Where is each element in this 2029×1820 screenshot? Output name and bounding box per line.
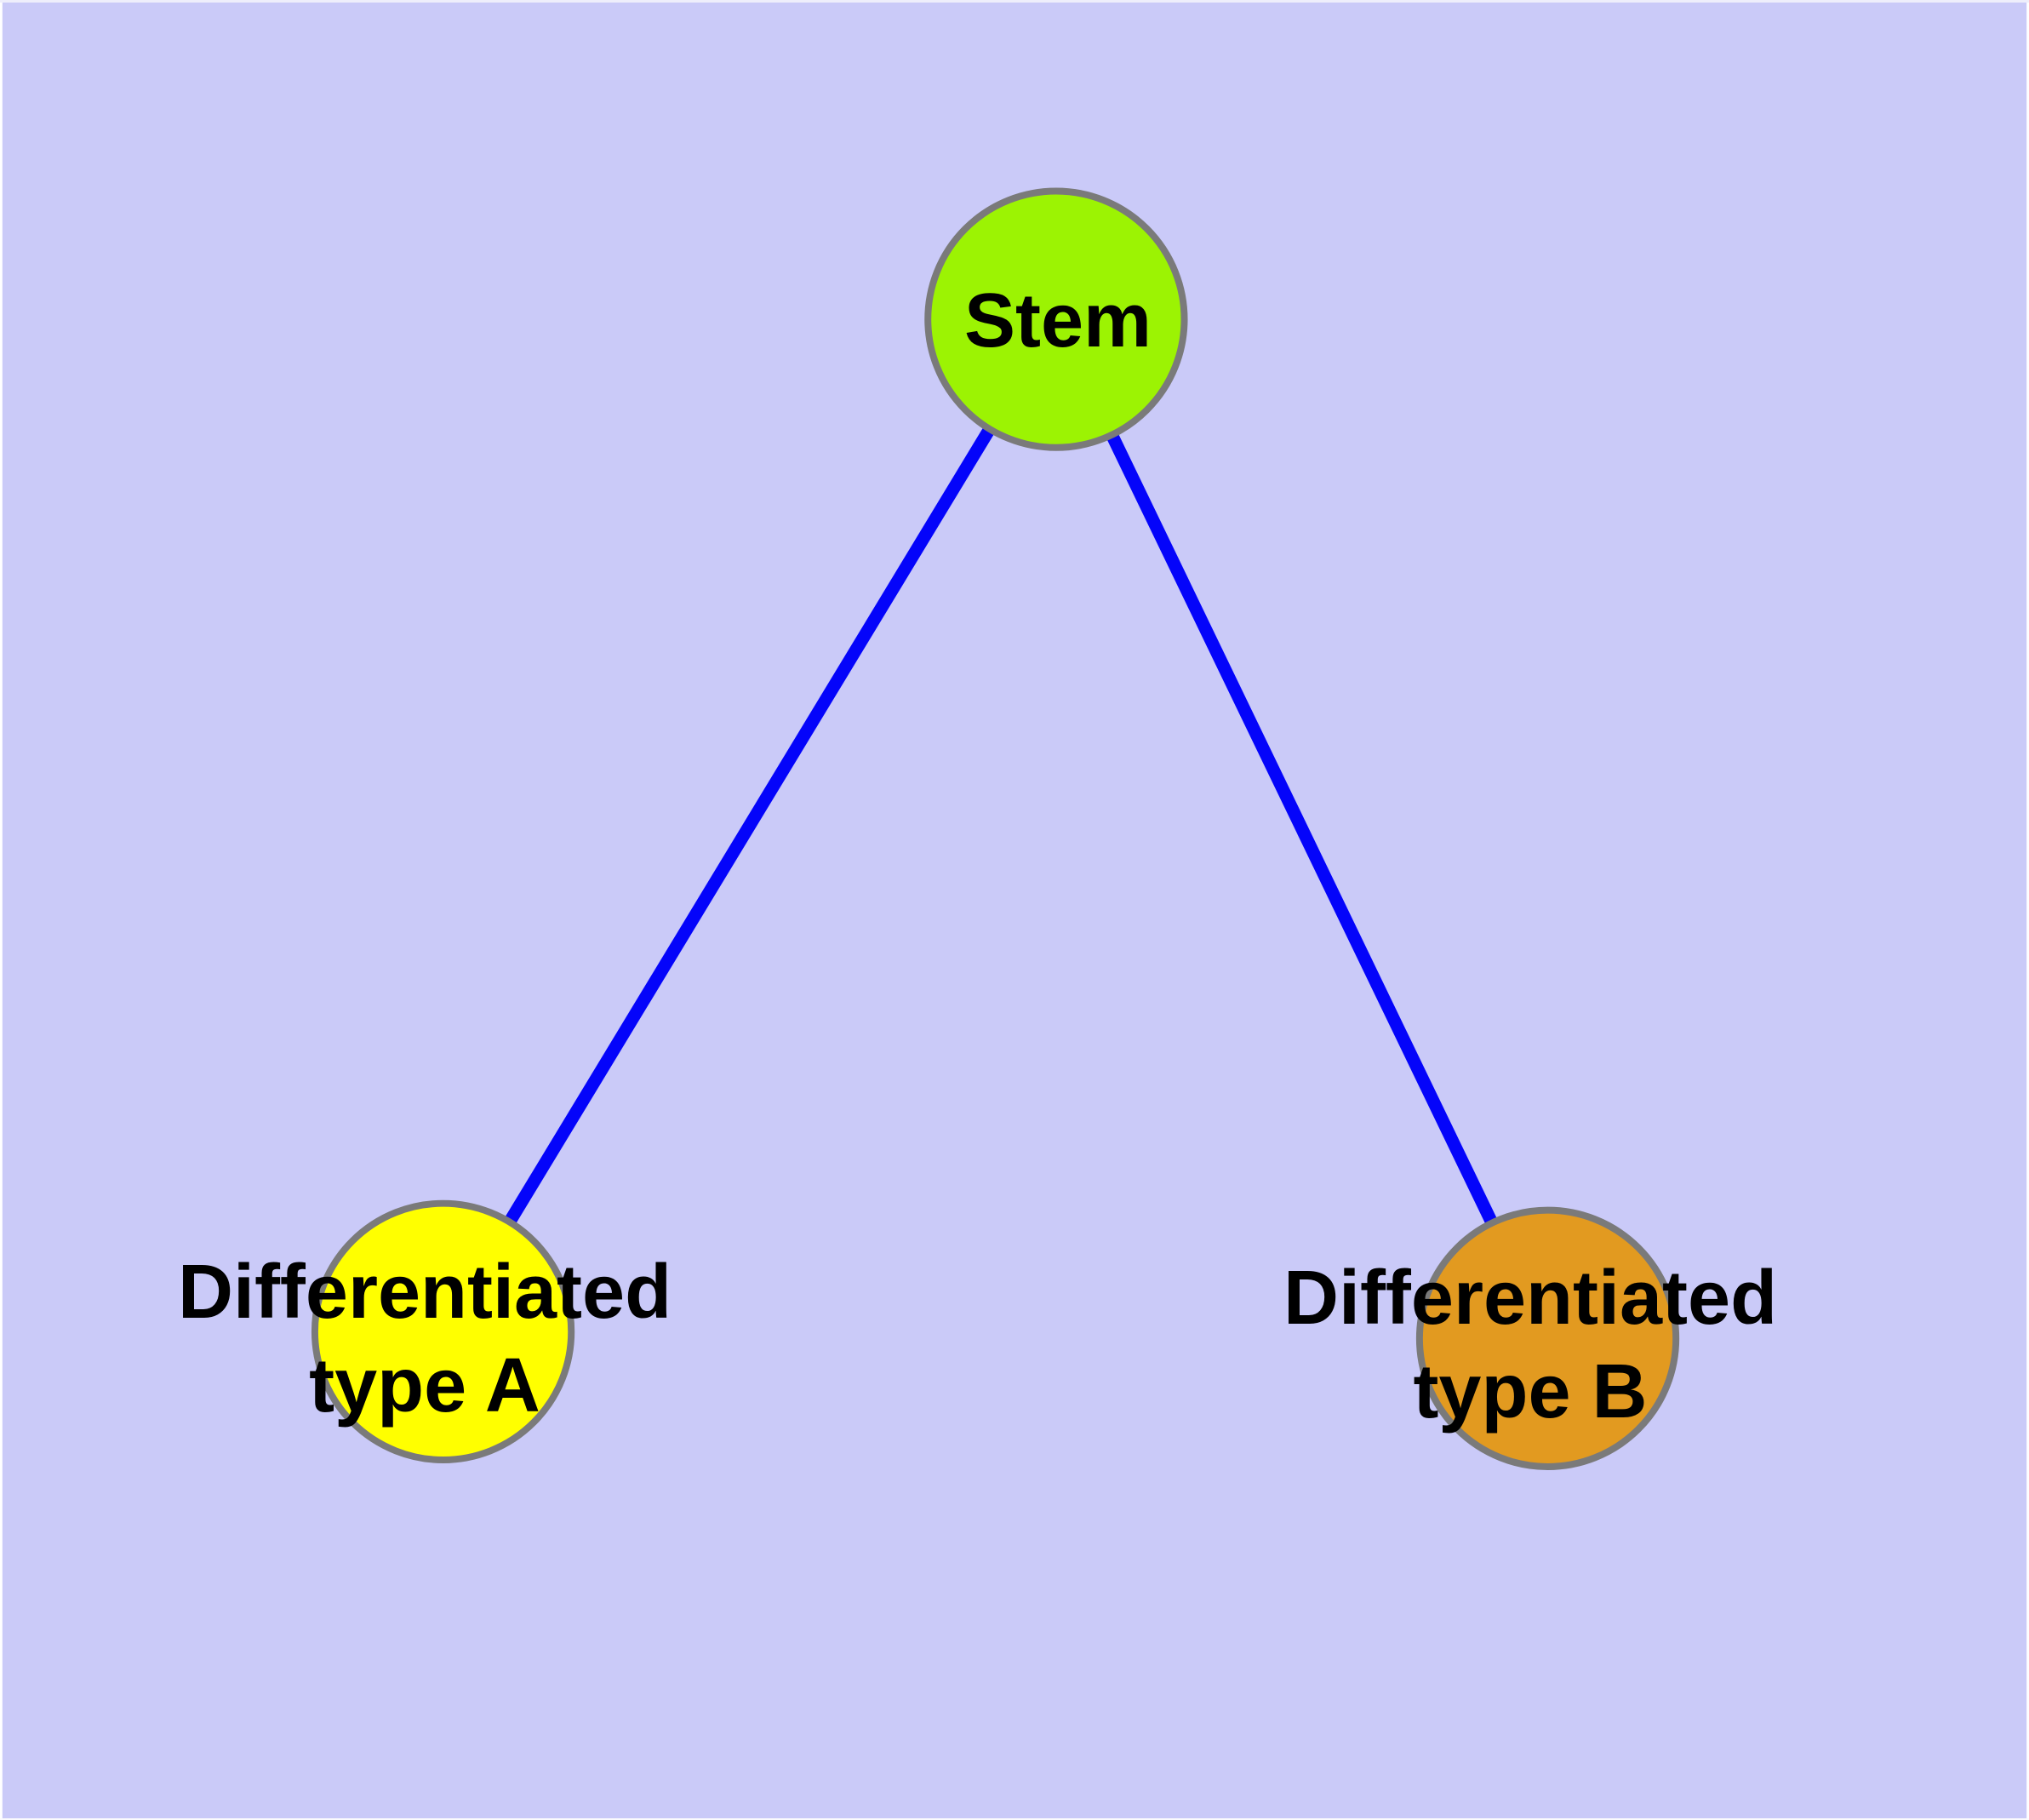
node-type-a-label-line1: Differentiated	[177, 1250, 672, 1335]
node-type-b-label: Differentiated type B	[1283, 1251, 1777, 1439]
node-stem-label-text: Stem	[963, 278, 1152, 363]
node-stem-label: Stem	[964, 274, 1152, 368]
edge-stem-to-type-b	[1050, 316, 1554, 1342]
graph-svg	[2, 3, 2027, 1818]
node-stem-circle	[924, 187, 1188, 451]
edge-stem-to-type-a	[437, 316, 1062, 1336]
node-type-b-circle	[1415, 1206, 1680, 1470]
node-type-a-label: Differentiated type A	[178, 1245, 672, 1433]
node-type-a-circle	[311, 1199, 575, 1463]
node-type-b-label-line2: type B	[1413, 1349, 1648, 1434]
node-circles	[311, 187, 1680, 1470]
node-type-b-label-line1: Differentiated	[1283, 1256, 1778, 1341]
node-type-a-label-line2: type A	[309, 1343, 540, 1428]
